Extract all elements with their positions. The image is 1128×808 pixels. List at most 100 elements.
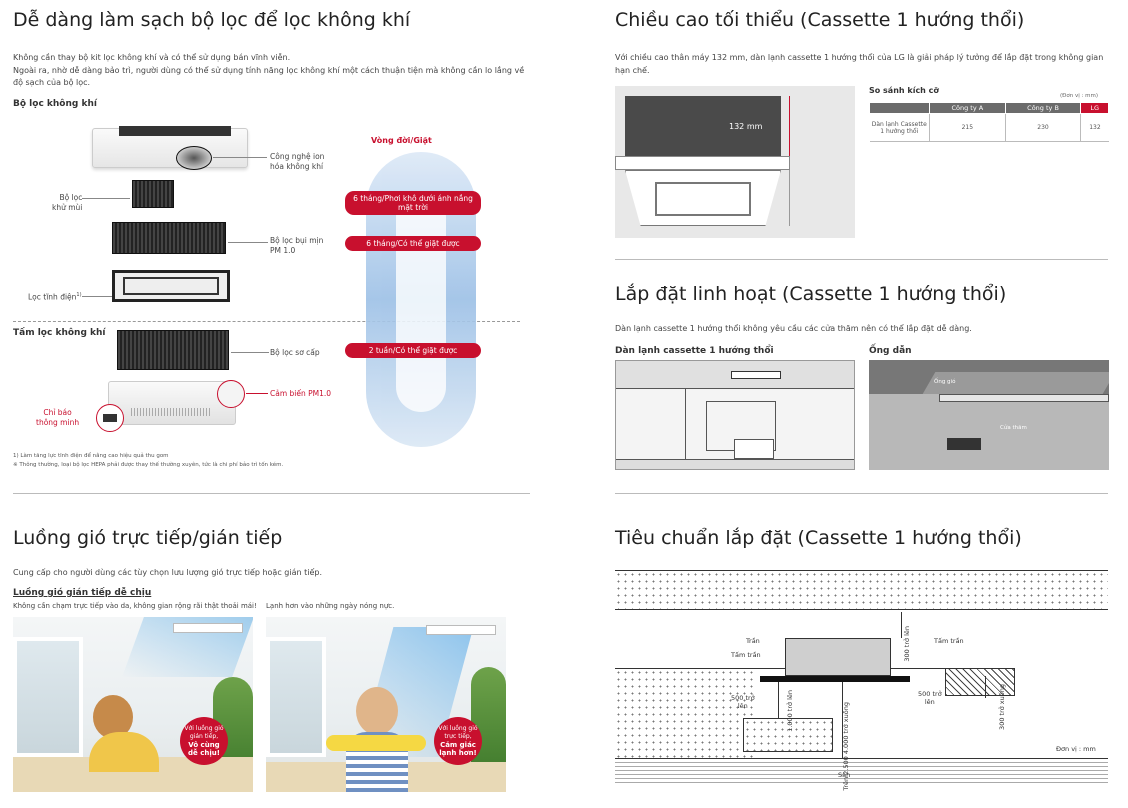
cycle-pill-2: 6 tháng/Có thể giặt được (345, 236, 481, 251)
ion-module-callout (176, 146, 212, 170)
label-line: PM 1.0 (270, 245, 296, 255)
compare-unit: (Đơn vị : mm) (1060, 93, 1099, 99)
sensor-callout-circle (217, 380, 245, 408)
install-description: Dàn lạnh cassette 1 hướng thổi không yêu… (615, 324, 972, 333)
electrostatic-filter-label: Lọc tĩnh điện1) (28, 291, 82, 302)
pre-filter-label: Bộ lọc sơ cấp (270, 348, 320, 357)
install-section-title: Lắp đặt linh hoạt (Cassette 1 hướng thổi… (615, 283, 1007, 305)
indirect-airflow-photo (13, 617, 253, 792)
badge-line: trực tiếp, (444, 733, 472, 740)
duct-label: Ống gió (934, 379, 956, 385)
ceiling-panel-right-label: Tấm trần (934, 637, 964, 645)
table-header-row: Công ty A Công ty B LG (869, 102, 1109, 114)
filter-section-description: Không cần thay bộ kit lọc không khí và c… (13, 52, 533, 90)
badge-line: gián tiếp, (189, 733, 219, 740)
label-line: Bộ lọc bụi mịn (270, 236, 324, 245)
label-text: Lọc tĩnh điện (28, 292, 77, 302)
duct-subtitle: Ống dẫn (869, 346, 912, 356)
footnote: ※ Thông thường, loại bộ lọc HEPA phải đư… (13, 462, 284, 468)
desc-line: độ sạch của bộ lọc. (13, 78, 91, 87)
label-line: hóa không khí (270, 161, 324, 171)
height-description: Với chiều cao thân máy 132 mm, dàn lạnh … (615, 52, 1115, 77)
desc-line: hạn chế. (615, 65, 650, 75)
deodorizing-filter-image (132, 180, 174, 208)
airflow-section-title: Luồng gió trực tiếp/gián tiếp (13, 527, 283, 549)
label-line: Bộ lọc (59, 193, 83, 202)
height-diagram (615, 86, 855, 238)
air-filter-subtitle: Bộ lọc không khí (13, 99, 97, 109)
floor-label: Sàn (838, 771, 851, 779)
table-header (869, 102, 930, 114)
electrostatic-filter-image (112, 270, 230, 302)
pm-sensor-label: Cảm biến PM1.0 (270, 389, 332, 398)
ceiling-panel-left-label: Tấm trần (731, 651, 761, 659)
divider (13, 493, 530, 494)
size-comparison-table: Công ty A Công ty B LG Dàn lạnh Cassette… (869, 102, 1109, 142)
clearance-1000-label: 1.000 trở lên (786, 690, 794, 732)
pm-filter-image (112, 222, 226, 254)
height-dimension-label: 132 mm (729, 122, 763, 131)
divider (13, 321, 520, 322)
badge-line: Vô cùng (188, 741, 220, 749)
compare-title: So sánh kích cỡ (869, 86, 939, 95)
airflow-description: Cung cấp cho người dùng các tùy chọn lưu… (13, 568, 322, 577)
panel-unit-image (108, 381, 236, 425)
indirect-airflow-subtitle: Luồng gió gián tiếp dễ chịu (13, 588, 152, 598)
access-hatch-label: Cửa thăm (1000, 425, 1027, 431)
indirect-badge: Với luồng gió gián tiếp, Vô cùng dễ chịu… (180, 717, 228, 765)
badge-line: dễ chịu! (188, 749, 220, 757)
label-line: Công nghệ ion (270, 152, 325, 161)
height-section-title: Chiều cao tối thiểu (Cassette 1 hướng th… (615, 9, 1025, 31)
cassette-subtitle: Dàn lạnh cassette 1 hướng thổi (615, 346, 774, 356)
desc-line: Không cần thay bộ kit lọc không khí và c… (13, 53, 291, 62)
footnote: 1) Làm tăng lực tĩnh điện để nâng cao hi… (13, 453, 169, 459)
badge-line: lạnh hơn! (439, 749, 477, 757)
label-line: Chỉ báo (43, 408, 72, 417)
standard-section-title: Tiêu chuẩn lắp đặt (Cassette 1 hướng thổ… (615, 527, 1022, 549)
table-cell: 230 (1004, 113, 1082, 142)
filter-section-title: Dễ dàng làm sạch bộ lọc để lọc không khí (13, 9, 411, 31)
ceiling-label: Trần (746, 637, 760, 645)
label-line: thông minh (36, 417, 80, 427)
table-header: Công ty A (929, 102, 1006, 114)
label-line: khử mùi (52, 202, 83, 212)
pre-filter-image (117, 330, 229, 370)
cycle-title: Vòng đời/Giặt (371, 136, 432, 145)
duct-illustration (869, 360, 1109, 470)
indicator-callout-circle (96, 404, 124, 432)
cassette-unit-image (92, 126, 248, 168)
divider (615, 493, 1108, 494)
table-header: LG (1080, 102, 1109, 114)
cassette-room-illustration (615, 360, 855, 470)
label-line: 500 trở (731, 694, 755, 702)
footnotes: 1) Làm tăng lực tĩnh điện để nâng cao hi… (13, 452, 283, 470)
panel-filter-subtitle: Tấm lọc không khí (13, 328, 106, 338)
desc-line: Ngoài ra, nhờ dễ dàng bảo trì, người dùn… (13, 65, 525, 75)
pill-line: mặt trời (398, 203, 428, 212)
label-line: lên (924, 698, 935, 706)
badge-line: Cảm giác (440, 741, 476, 749)
label-line: 500 trở (918, 690, 942, 698)
direct-badge: Với luồng gió trực tiếp, Cảm giác lạnh h… (434, 717, 482, 765)
label-line: 4.000 trở xuống (842, 702, 850, 755)
footnote-marker: 1) (76, 292, 82, 298)
installation-diagram (615, 568, 1108, 793)
installation-unit-label: Đơn vị : mm (1056, 745, 1096, 753)
left-photo-caption: Không cần chạm trực tiếp vào da, không g… (13, 602, 257, 610)
pill-line: 6 tháng/Phơi khô dưới ánh nắng (353, 194, 473, 203)
label-line: lên (737, 702, 748, 710)
desc-line: Với chiều cao thân máy 132 mm, dàn lạnh … (615, 53, 1104, 62)
clearance-300-up-label: 300 trở lên (903, 626, 911, 662)
table-cell: 215 (929, 113, 1006, 142)
label-line: Dàn lạnh Cassette (871, 120, 927, 128)
clearance-300-down-label: 300 trở xuống (998, 684, 1006, 730)
right-photo-caption: Lạnh hơn vào những ngày nóng nực. (266, 602, 395, 610)
